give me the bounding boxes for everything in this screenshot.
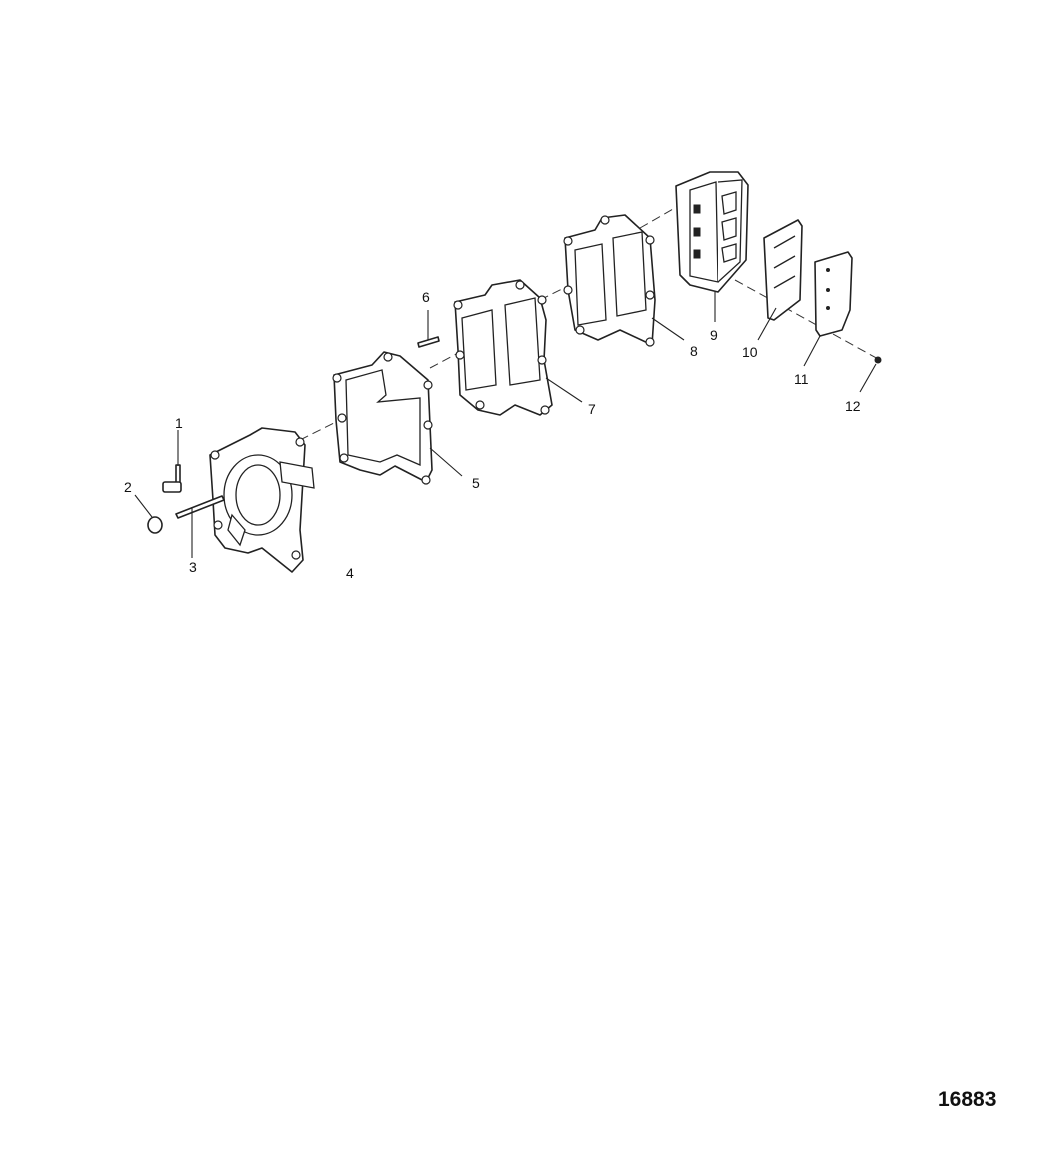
callout-5: 5 (472, 475, 480, 491)
callout-4: 4 (346, 565, 354, 581)
part-5-gasket (332, 351, 463, 485)
part-10-reed-petals (757, 219, 803, 341)
callout-9: 9 (710, 327, 718, 343)
callout-labels: 1 2 3 4 5 6 7 8 9 10 11 12 (124, 289, 861, 581)
part-12-screw (859, 356, 882, 393)
callout-12: 12 (845, 398, 861, 414)
callout-11: 11 (794, 371, 809, 387)
part-6-screw (417, 310, 440, 348)
callout-1: 1 (175, 415, 183, 431)
callout-7: 7 (588, 401, 596, 417)
callout-3: 3 (189, 559, 197, 575)
part-11-reed-stop (803, 251, 853, 367)
part-1-screw (162, 430, 182, 493)
part-2-nut (134, 494, 163, 534)
part-4-adapter-plate (209, 427, 315, 573)
callout-8: 8 (690, 343, 698, 359)
figure-number: 16883 (938, 1088, 997, 1111)
callout-10: 10 (742, 344, 758, 360)
callout-2: 2 (124, 479, 132, 495)
part-8-gasket (563, 214, 685, 347)
callout-6: 6 (422, 289, 430, 305)
part-3-stud (175, 495, 225, 558)
part-7-reed-plate (453, 279, 583, 416)
part-9-reed-block (675, 171, 749, 322)
